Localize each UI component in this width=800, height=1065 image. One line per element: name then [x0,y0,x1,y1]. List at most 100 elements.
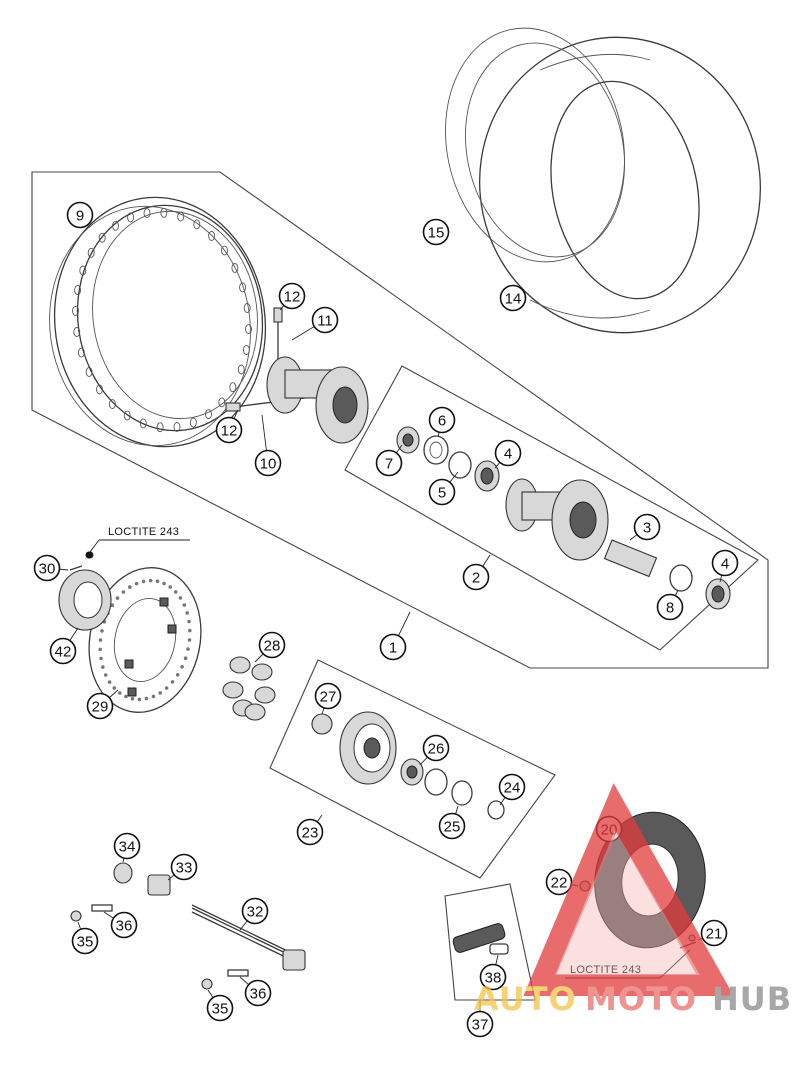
callout-circle [244,979,272,1007]
wheel-rim [49,196,267,448]
rim-hole [79,265,87,276]
rim-hole [221,245,228,256]
disc-hole [151,694,156,699]
rim-hole [108,399,116,410]
disc-hole [168,585,172,589]
assembly-frame-37 [444,883,536,1001]
callout-4: 4 [494,439,522,467]
callout-number: 30 [39,561,56,578]
callout-26: 26 [422,734,450,762]
hub-upper [266,356,369,444]
disc-hole [173,590,178,594]
rim-hole [87,247,95,258]
watermark-moto: MOTO [585,980,697,1018]
rim-hole [177,211,185,222]
callout-35: 35 [206,994,234,1022]
watermark-hub: HUB [712,980,792,1018]
callout-36: 36 [110,911,138,939]
callout-29: 29 [86,692,114,720]
disc-hole [180,665,184,669]
disc-hole [170,680,175,684]
callout-12: 12 [215,416,243,444]
callout-12: 12 [278,282,306,310]
callout-number: 36 [250,986,267,1003]
automotohub-watermark: AUTO MOTO HUB [474,783,792,1018]
callout-number: 6 [438,413,446,430]
disc-hole [118,691,122,695]
callout-32: 32 [241,897,269,925]
rim-hole [139,418,147,429]
callout-circle [379,633,407,661]
rim-hole [72,305,79,316]
callout-circle [422,218,450,246]
rim-hole [193,219,201,230]
rim-spoke-holes [72,207,252,433]
callout-3: 3 [633,513,661,541]
loctite-label-upper: LOCTITE 243 [108,526,179,538]
callout-number: 8 [666,600,674,617]
rim-hole [229,382,237,393]
disc-hole [162,581,166,586]
rim-hole [245,324,252,335]
hub-assembly-2 [396,426,731,610]
disc-hole [178,596,183,600]
callout-number: 12 [221,423,238,440]
chain-adjuster-block [113,862,171,896]
callout-4: 4 [711,549,739,577]
callout-number: 2 [472,570,480,587]
brake-disc-holes [98,578,192,702]
callout-number: 9 [76,208,84,225]
disc-hole [98,638,103,642]
rim-hole [205,409,212,420]
disc-hole [188,628,192,633]
sprocket-carrier-23 [311,711,505,820]
callout-number: 4 [504,446,512,463]
callout-21: 21 [700,919,728,947]
callout-15: 15 [422,218,450,246]
callout-circle [278,282,306,310]
assembly-frame-1 [31,171,769,669]
rim-hole [156,422,164,433]
callout-14: 14 [499,284,527,312]
callout-circle [33,554,61,582]
inner-tube [445,27,625,263]
callout-circle [170,853,198,881]
rim-hole [218,397,226,408]
callout-circle [215,416,243,444]
callout-11: 11 [311,306,339,334]
rim-hole [85,367,93,377]
callout-8: 8 [656,593,684,621]
rim-hole [242,344,250,355]
disc-hole [186,647,190,651]
rim-hole [74,285,82,296]
callout-number: 3 [643,520,651,537]
callout-circle [375,449,403,477]
callout-25: 25 [438,812,466,840]
callout-number: 21 [706,926,723,943]
callout-circle [254,449,282,477]
disc-hole [103,673,108,677]
disc-hole [185,611,189,615]
callout-number: 25 [444,819,461,836]
disc-hole [107,680,112,684]
loctite-note-upper: LOCTITE 243 [85,526,190,559]
callout-27: 27 [314,682,342,710]
callout-circle [258,631,286,659]
callout-34: 34 [113,832,141,860]
callout-number: 35 [212,1001,229,1018]
callout-number: 27 [320,689,337,706]
callout-number: 26 [428,741,445,758]
callout-22: 22 [545,868,573,896]
disc-hole [124,694,128,699]
loctite-label-lower: LOCTITE 243 [570,964,641,976]
callout-number: 32 [247,904,264,921]
callout-35: 35 [71,927,99,955]
callout-number: 5 [438,485,446,502]
callout-5: 5 [428,478,456,506]
callout-circle [438,812,466,840]
callout-number: 23 [302,825,319,842]
callout-9: 9 [66,201,94,229]
callout-33: 33 [170,853,198,881]
drive-chain [452,923,509,955]
callout-circle [71,927,99,955]
